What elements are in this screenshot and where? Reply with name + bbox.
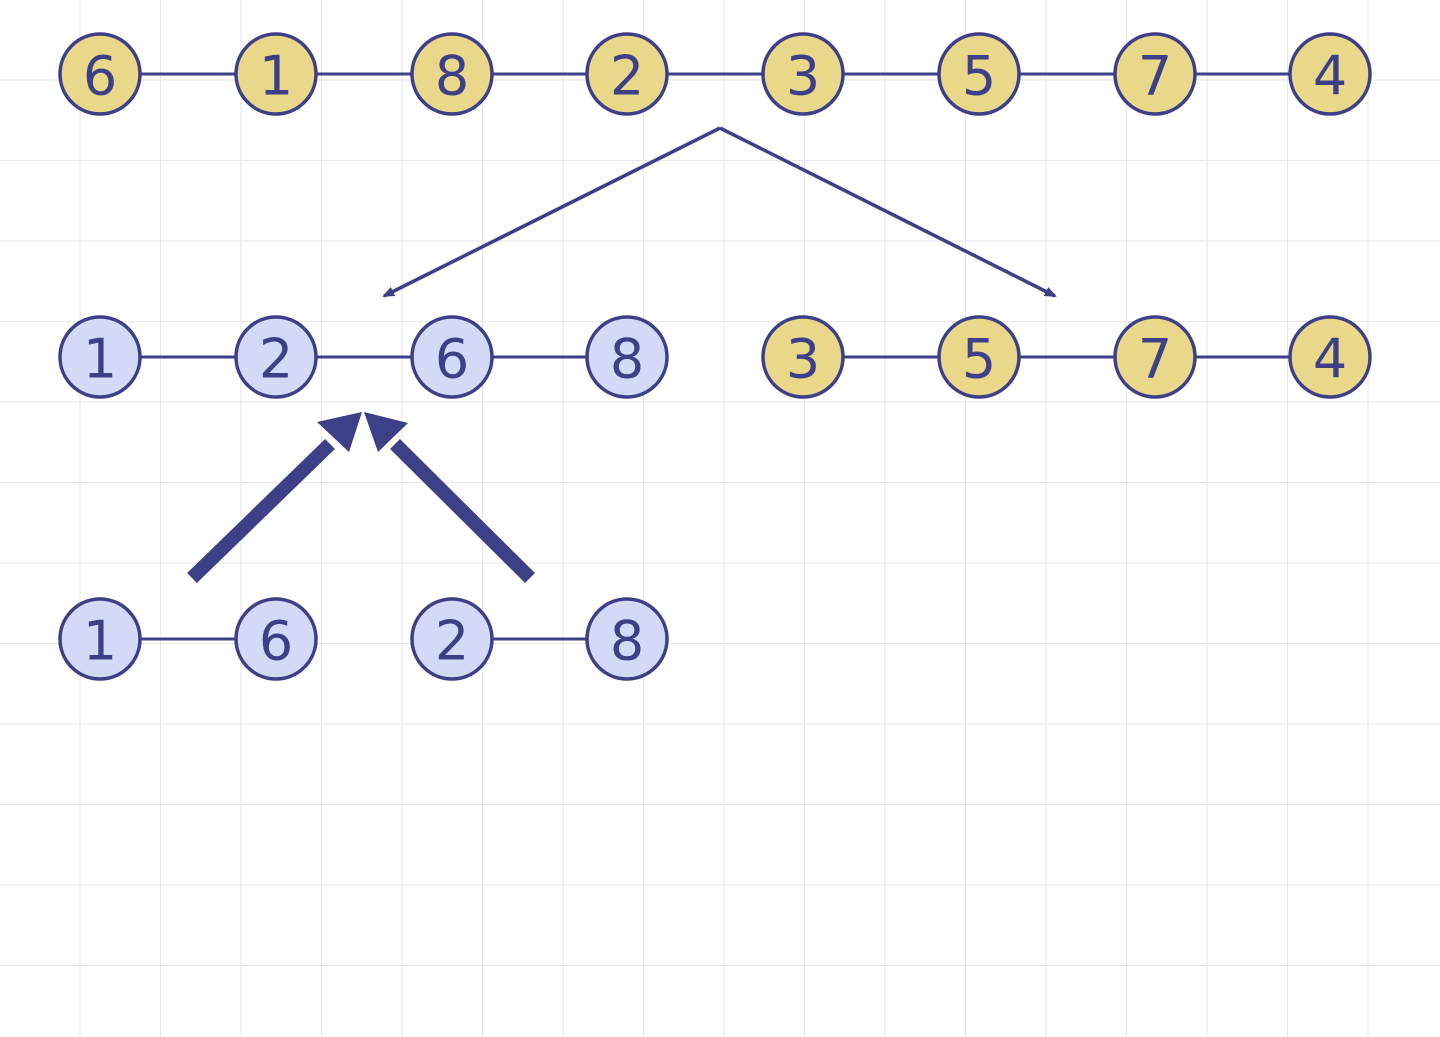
split-arrows <box>382 126 1057 298</box>
node-value: 8 <box>610 610 644 673</box>
split-arrow-right <box>719 126 1057 298</box>
node-circle <box>937 315 1021 399</box>
merge-arrow-right-shaft <box>390 439 535 583</box>
node-value: 5 <box>962 328 996 391</box>
node-circle <box>234 32 318 116</box>
node-circle <box>58 315 142 399</box>
row-middle-node: 7 <box>1113 315 1197 399</box>
row-middle-node: 2 <box>234 315 318 399</box>
merge-arrow-left-shaft <box>187 438 335 584</box>
row-top-node: 8 <box>410 32 494 116</box>
row-middle-node: 8 <box>585 315 669 399</box>
node-circle <box>58 32 142 116</box>
node-circle <box>761 315 845 399</box>
node-circle <box>761 32 845 116</box>
merge-arrow-right-head <box>364 412 408 452</box>
node-value: 1 <box>259 45 293 108</box>
node-circle <box>1113 32 1197 116</box>
row-top-node: 7 <box>1113 32 1197 116</box>
node-circle <box>58 597 142 681</box>
node-circle <box>585 315 669 399</box>
merge-arrows <box>187 412 535 584</box>
node-circle <box>234 597 318 681</box>
node-value: 2 <box>435 610 469 673</box>
row-middle-node: 3 <box>761 315 845 399</box>
row-bottom-node: 6 <box>234 597 318 681</box>
node-circle <box>585 597 669 681</box>
node-circle <box>410 315 494 399</box>
row-top-node: 3 <box>761 32 845 116</box>
node-value: 1 <box>83 610 117 673</box>
node-value: 4 <box>1313 45 1347 108</box>
node-value: 3 <box>786 45 820 108</box>
node-value: 6 <box>435 328 469 391</box>
node-value: 7 <box>1138 328 1172 391</box>
node-circle <box>234 315 318 399</box>
row-middle-node: 5 <box>937 315 1021 399</box>
row-middle-node: 6 <box>410 315 494 399</box>
node-value: 2 <box>610 45 644 108</box>
node-circle <box>585 32 669 116</box>
node-value: 8 <box>610 328 644 391</box>
node-value: 7 <box>1138 45 1172 108</box>
node-circle <box>410 597 494 681</box>
row-top-node: 5 <box>937 32 1021 116</box>
node-value: 6 <box>259 610 293 673</box>
row-top-node: 6 <box>58 32 142 116</box>
node-value: 5 <box>962 45 996 108</box>
row-middle-node: 4 <box>1288 315 1372 399</box>
node-circle <box>1288 315 1372 399</box>
node-value: 3 <box>786 328 820 391</box>
row-bottom-node: 2 <box>410 597 494 681</box>
node-value: 6 <box>83 45 117 108</box>
row-bottom-node: 1 <box>58 597 142 681</box>
node-value: 4 <box>1313 328 1347 391</box>
node-circle <box>937 32 1021 116</box>
node-circle <box>1113 315 1197 399</box>
node-value: 8 <box>435 45 469 108</box>
node-value: 1 <box>83 328 117 391</box>
row-middle-node: 1 <box>58 315 142 399</box>
node-circle <box>1288 32 1372 116</box>
node-value: 2 <box>259 328 293 391</box>
row-top-node: 2 <box>585 32 669 116</box>
node-circle <box>410 32 494 116</box>
row-top-node: 1 <box>234 32 318 116</box>
row-top-node: 4 <box>1288 32 1372 116</box>
node-rows: 6 1 8 2 3 5 7 4 1 2 6 8 3 5 7 4 1 6 2 8 <box>58 32 1372 681</box>
split-arrow-left <box>382 126 721 298</box>
merge-arrow-left-head <box>317 412 362 452</box>
row-bottom-node: 8 <box>585 597 669 681</box>
